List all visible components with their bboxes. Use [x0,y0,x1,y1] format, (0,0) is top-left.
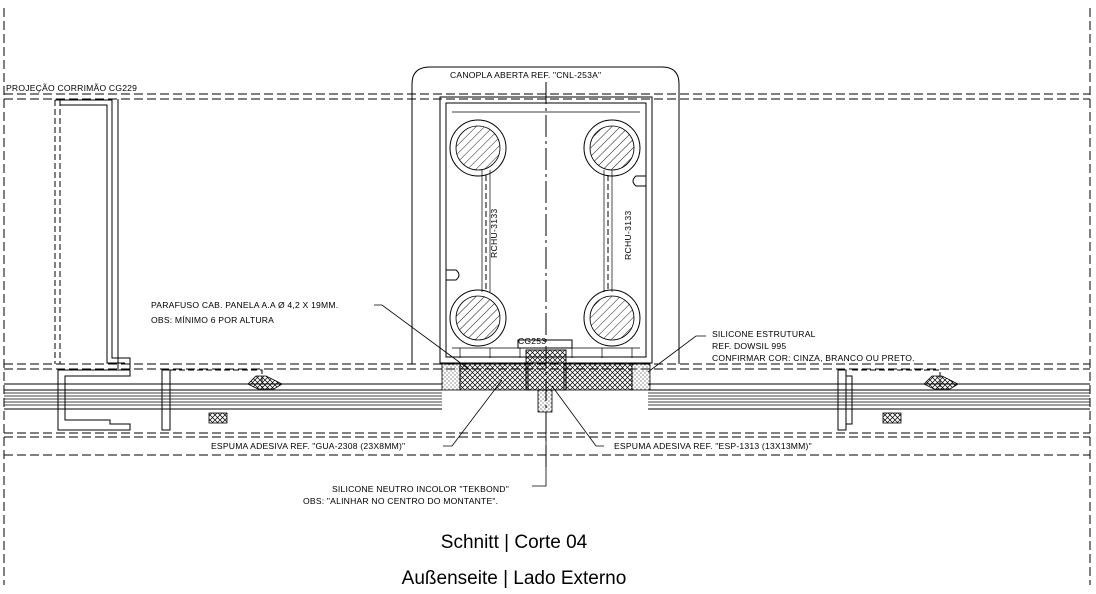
handrail-projection-label: PROJEÇÃO CORRIMÃO CG229 [6,83,137,93]
foam-left [441,363,529,391]
handrail-projection [54,99,131,369]
profile-label-left: RCHU-3133 [489,208,499,258]
side-title: Außenseite | Lado Externo [402,568,627,589]
glass-panel-left [4,369,442,431]
glass-panel-right [648,369,1090,431]
cg253-label: CG253 [518,336,546,346]
section-title: Schnitt | Corte 04 [441,532,588,553]
structural-silicone-line3: CONFIRMAR COR: CINZA, BRANCO OU PRETO. [712,353,915,363]
foam-right-label: ESPUMA ADESIVA REF. "ESP-1313 (13X13MM)" [614,441,812,451]
screw-note-line2: OBS: MÍNIMO 6 POR ALTURA [151,315,274,325]
canopy-cover-label: CANOPLA ABERTA REF. "CNL-253A" [450,70,601,80]
boundary-lines [3,8,1091,585]
neutral-silicone-line2: OBS: "ALINHAR NO CENTRO DO MONTANTE". [303,496,498,506]
screw-note-line1: PARAFUSO CAB. PANELA A.A Ø 4,2 X 19MM. [151,300,338,310]
structural-silicone-line1: SILICONE ESTRUTURAL [712,329,816,339]
leader-lines [374,304,706,487]
profile-label-right: RCHU-3133 [623,210,633,260]
neutral-silicone-line1: SILICONE NEUTRO INCOLOR "TEKBOND" [332,484,509,494]
foam-left-label: ESPUMA ADESIVA REF. "GUA-2308 (23X8MM)" [211,441,405,451]
structural-silicone-line2: REF. DOWSIL 995 [712,341,786,351]
foam-right [563,363,651,391]
canopy-cover [411,66,680,364]
